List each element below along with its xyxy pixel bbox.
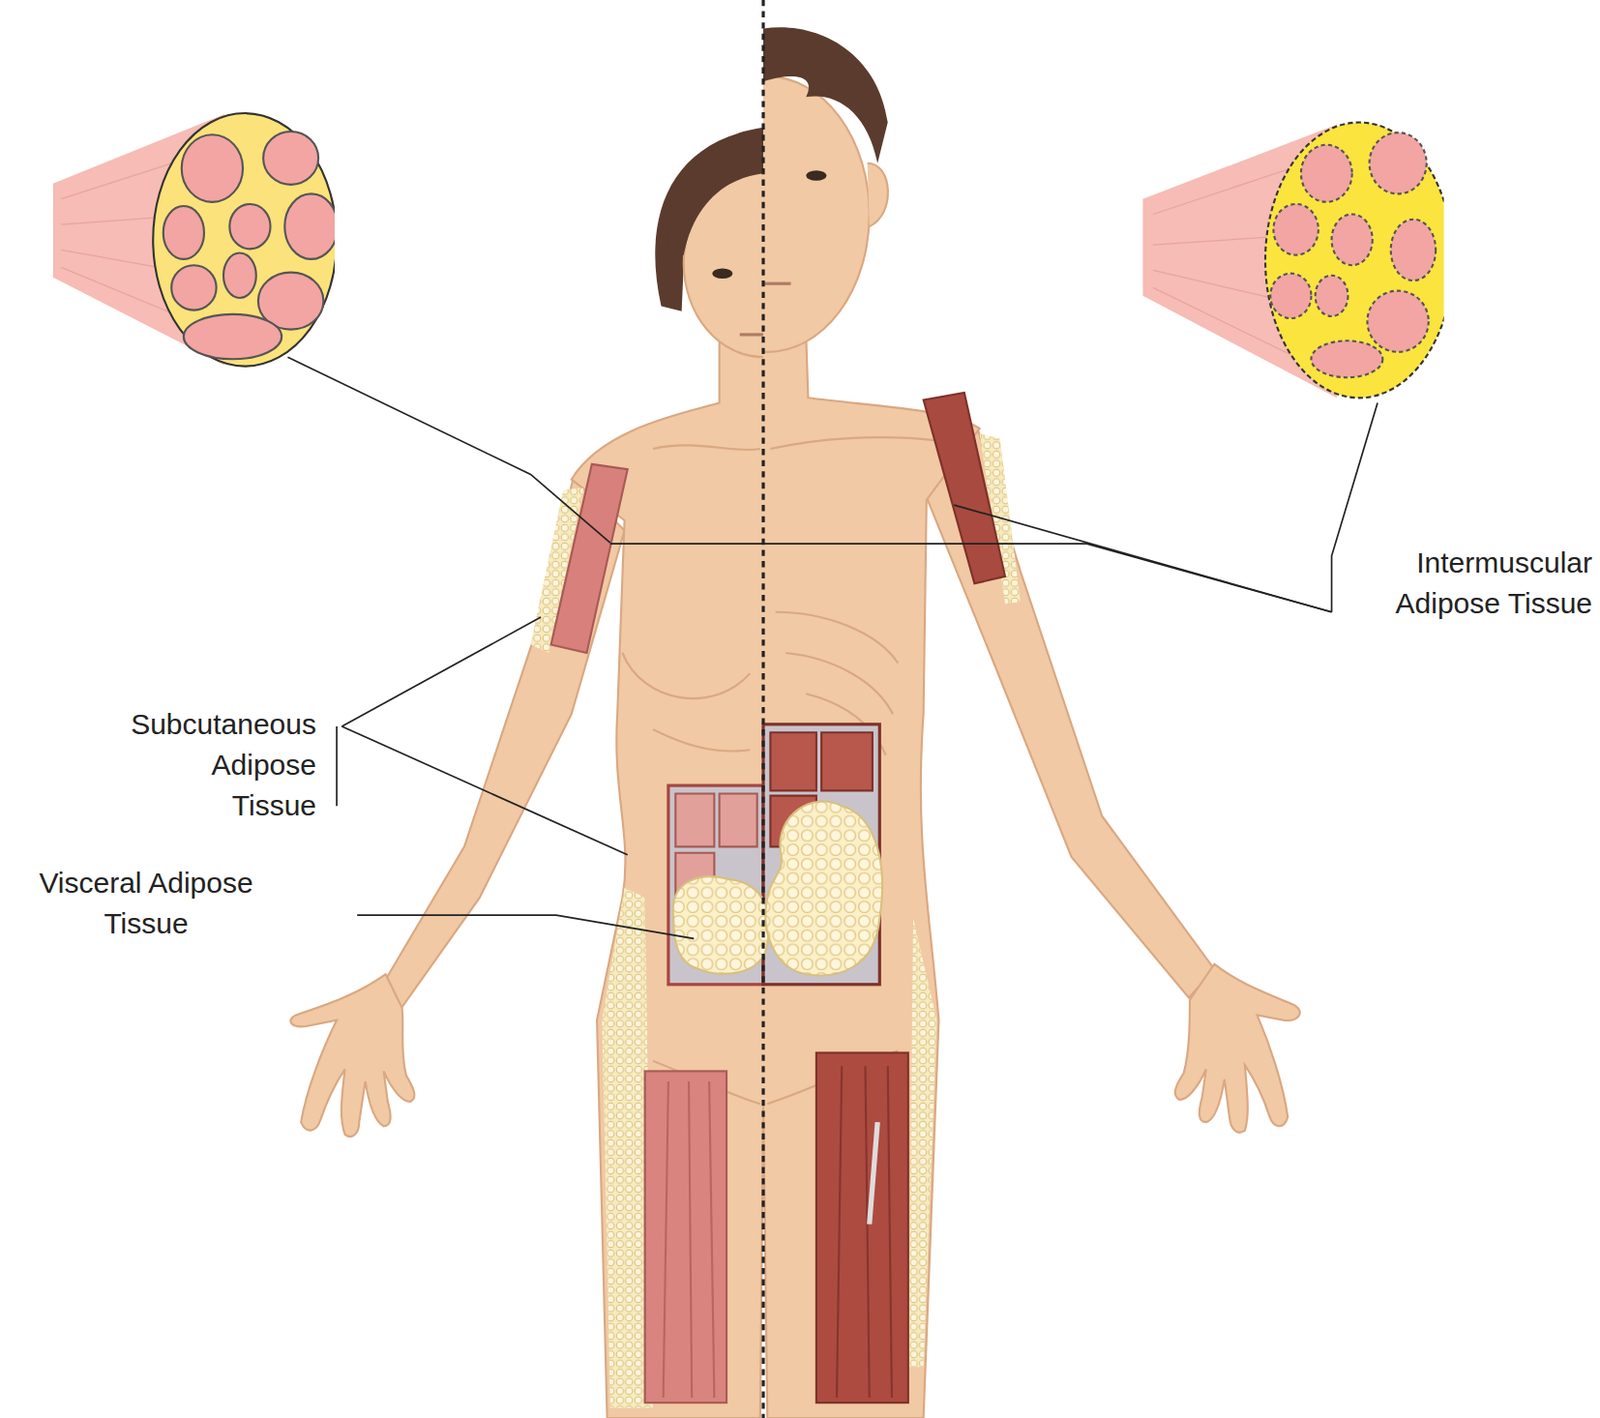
label-box: Visceral Adipose Tissue [17, 862, 275, 945]
muscle-fascicles [163, 131, 335, 359]
woman-mouth [740, 332, 764, 336]
tendon [869, 1122, 878, 1224]
muscle-streaks [836, 1066, 892, 1398]
leader-lines [287, 356, 1378, 939]
man-hair [763, 27, 889, 164]
arm-muscle [923, 392, 1006, 584]
man-face [763, 76, 870, 353]
thigh-muscle [645, 1070, 727, 1403]
muscle-fascicles [1270, 132, 1436, 378]
muscle-cross-section [1265, 122, 1445, 399]
woman-fringe [667, 132, 764, 256]
man-eye [805, 170, 827, 181]
visceral-fat [765, 801, 883, 977]
subcutaneous-fat [908, 918, 938, 1367]
muscle-streaks [663, 1081, 715, 1398]
label-box: Intermuscular Adipose Tissue [1350, 542, 1593, 624]
woman-eye [711, 267, 733, 279]
tissue-label: Subcutaneous Adipose Tissue [130, 704, 317, 827]
tissue-label: Intermuscular Adipose Tissue [1350, 542, 1593, 624]
collarbone [652, 437, 939, 450]
torso [571, 336, 980, 1418]
man-mouth [763, 282, 791, 286]
man-ear [867, 163, 889, 227]
left-hand [290, 974, 415, 1137]
arm-muscle [551, 464, 628, 653]
dividing-line [761, 0, 765, 1418]
visceral-fat [673, 876, 771, 975]
thigh-muscle [816, 1052, 909, 1403]
breast-contour [622, 652, 750, 699]
label-box: Subcutaneous Adipose Tissue [130, 704, 317, 827]
right-hand [1175, 964, 1301, 1133]
tissue-label: Visceral Adipose Tissue [17, 862, 275, 945]
